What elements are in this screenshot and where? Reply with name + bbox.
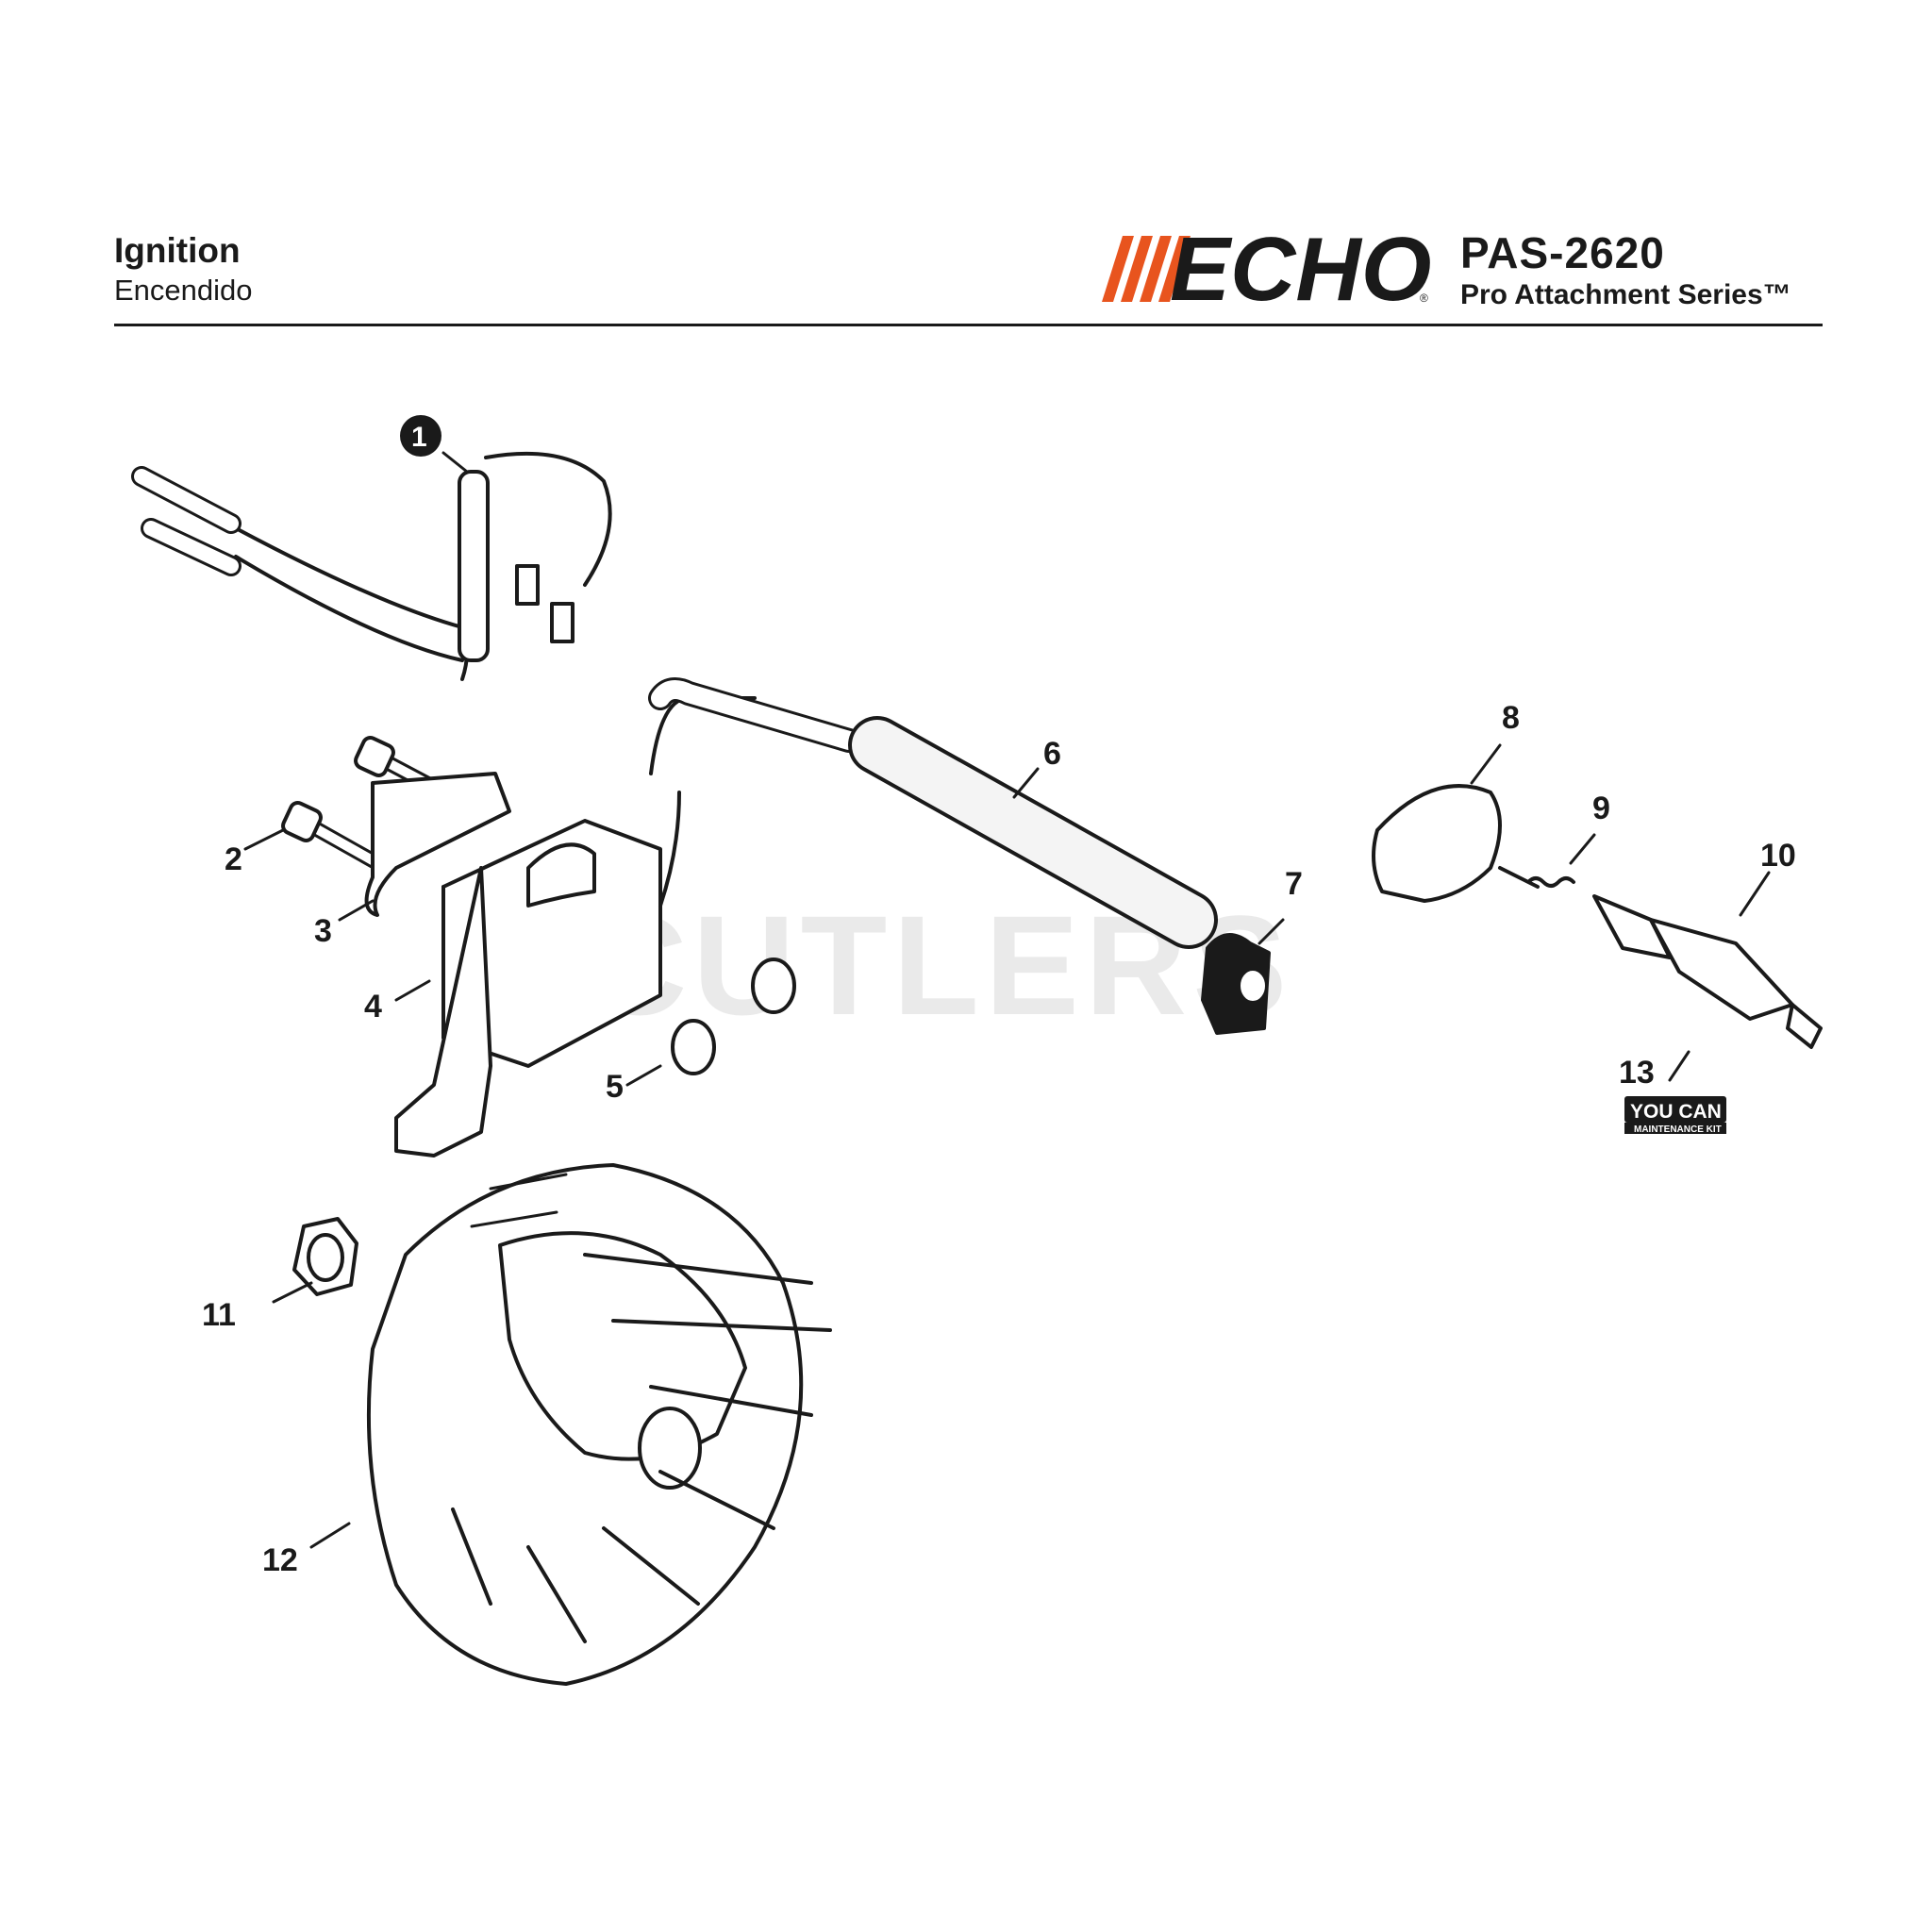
model-block: PAS-2620 Pro Attachment Series™ [1460,229,1791,312]
callout-8: 8 [1502,700,1520,736]
badge-line-2: MAINTENANCE KIT [1634,1124,1722,1135]
callout-7: 7 [1285,866,1303,902]
plug-cap [1372,784,1502,903]
page-header-left: Ignition Encendido [114,231,253,308]
grommet [1201,933,1271,1035]
flywheel [366,1163,832,1686]
badge-line-1: YOU CAN [1630,1101,1722,1123]
echo-logo: ECHO ® [1102,219,1431,320]
ignition-coil [394,696,757,1158]
ht-lead [648,677,1218,949]
callout-13: 13 [1619,1055,1655,1091]
callout-3: 3 [314,913,332,949]
wire-harness [131,451,612,681]
maintenance-kit-badge: YOU CAN MAINTENANCE KIT [1624,1096,1726,1135]
spring [1498,866,1575,889]
spark-plug [1592,894,1823,1049]
washer-a [751,958,796,1014]
callout-4: 4 [364,989,382,1024]
callout-12: 12 [262,1542,298,1578]
logo-stripes [1102,236,1191,302]
callout-2: 2 [225,841,242,877]
callout-11: 11 [202,1297,236,1333]
callout-9: 9 [1592,791,1610,826]
header-divider [114,324,1823,326]
brand-wordmark: ECHO [1170,219,1431,320]
series-name: Pro Attachment Series™ [1460,279,1791,310]
washer-b [671,1019,716,1075]
registered-mark: ® [1420,291,1428,305]
leader-lines [243,451,1771,1549]
callout-5: 5 [606,1069,624,1105]
page-title: Ignition [114,231,241,270]
ground-plate [364,772,511,917]
callout-6: 6 [1043,736,1061,772]
callout-labels: 1 2 3 4 5 6 7 8 9 10 11 12 13 [202,415,1796,1578]
model-number: PAS-2620 [1460,228,1665,277]
flywheel-nut [292,1217,358,1296]
callout-1: 1 [411,422,427,453]
callout-10: 10 [1760,838,1796,874]
callout-1-circle [400,415,441,457]
page-subtitle: Encendido [114,274,253,307]
